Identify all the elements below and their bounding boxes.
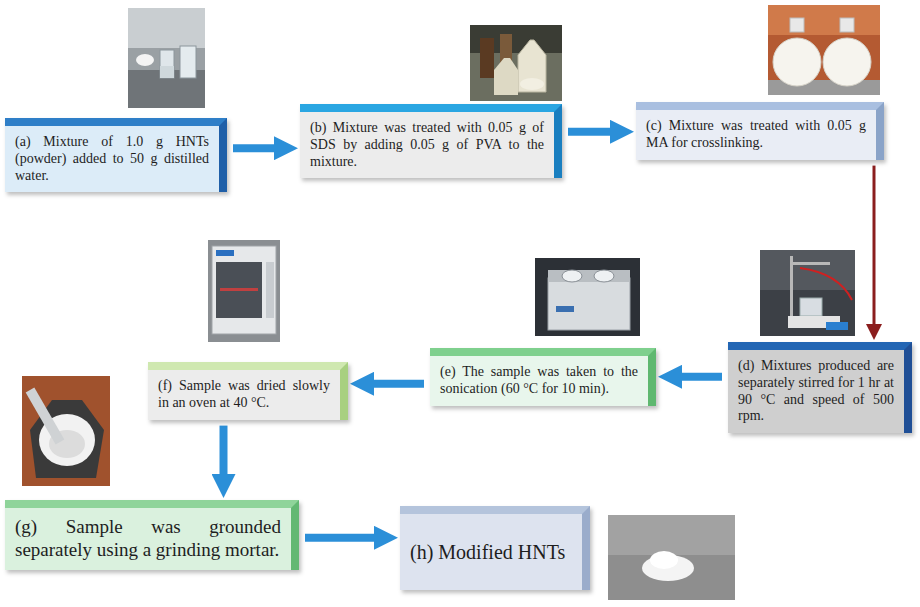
process-box: (e) The sample was taken to the sonicati… [430,348,656,406]
stirrer-photo [800,268,852,300]
bottle-photo [518,40,546,92]
beaker-photo [128,8,205,108]
step-text: (h) Modified HNTs [410,540,565,564]
step-text: (f) Sample was dried slowly in an oven a… [158,378,330,412]
flow-arrow [220,426,228,482]
beaker-photo [136,54,154,66]
flow-arrow [305,534,382,542]
sonicator-photo [535,258,640,336]
beaker-photo [128,8,205,48]
flask-photo [773,38,821,86]
oven-photo [216,250,234,256]
sonicator-photo [594,270,614,282]
process-box: (f) Sample was dried slowly in an oven a… [148,362,348,420]
process-box: (c) Mixture was treated with 0.05 g MA f… [636,102,884,160]
flask-photo [840,18,854,32]
flask-photo [768,5,880,35]
process-box: (g) Sample was grounded separately using… [5,500,299,570]
bottle-photo [494,58,518,95]
oven-photo [212,246,276,334]
mortar-photo [22,376,110,486]
flow-arrow [233,144,282,152]
step-text: (e) The sample was taken to the sonicati… [440,364,638,398]
process-box: (h) Modified HNTs [400,506,590,590]
stirrer-photo [760,250,855,336]
flow-arrow [568,128,618,136]
process-box: (d) Mixtures produced are separately sti… [728,342,912,433]
sonicator-photo [535,258,640,336]
beaker-photo [180,46,196,78]
sonicator-photo [548,270,630,282]
flask-photo [768,5,880,95]
flow-arrow [366,380,424,388]
flask-photo [768,5,880,95]
mortar-photo [26,388,65,445]
mortar-photo [22,376,110,486]
step-text: (g) Sample was grounded separately using… [15,516,281,562]
step-text: (a) Mixture of 1.0 g HNTs (powder) added… [15,134,209,184]
beaker-photo [160,50,174,78]
sonicator-photo [556,306,574,312]
oven-photo [266,262,274,318]
oven-photo [220,288,258,291]
stirrer-photo [760,250,855,336]
step-text: (b) Mixture was treated with 0.05 g of S… [310,120,544,170]
stirrer-photo [790,262,830,265]
stirrer-photo [790,256,793,318]
beaker-photo [128,8,205,108]
oven-photo [208,240,280,342]
flow-arrow [674,373,722,381]
powder-photo [650,551,678,569]
process-box: (a) Mixture of 1.0 g HNTs (powder) added… [5,118,227,192]
bottle-photo [470,25,562,101]
flask-photo [823,38,871,86]
sonicator-photo [548,278,630,330]
oven-photo [208,240,280,342]
beaker-photo [160,66,174,78]
flow-arrow [873,166,876,328]
step-text: (d) Mixtures produced are separately sti… [738,358,894,425]
bottle-photo [480,38,494,78]
stirrer-photo [826,322,848,330]
powder-photo [608,515,735,600]
powder-photo [608,515,735,600]
bottle-photo [520,78,544,90]
stirrer-photo [800,298,822,316]
oven-photo [216,262,262,318]
sonicator-photo [562,270,582,282]
powder-photo [608,515,735,555]
flask-photo [790,18,804,32]
bottle-photo [470,25,562,101]
process-box: (b) Mixture was treated with 0.05 g of S… [300,104,562,178]
step-text: (c) Mixture was treated with 0.05 g MA f… [646,118,866,152]
